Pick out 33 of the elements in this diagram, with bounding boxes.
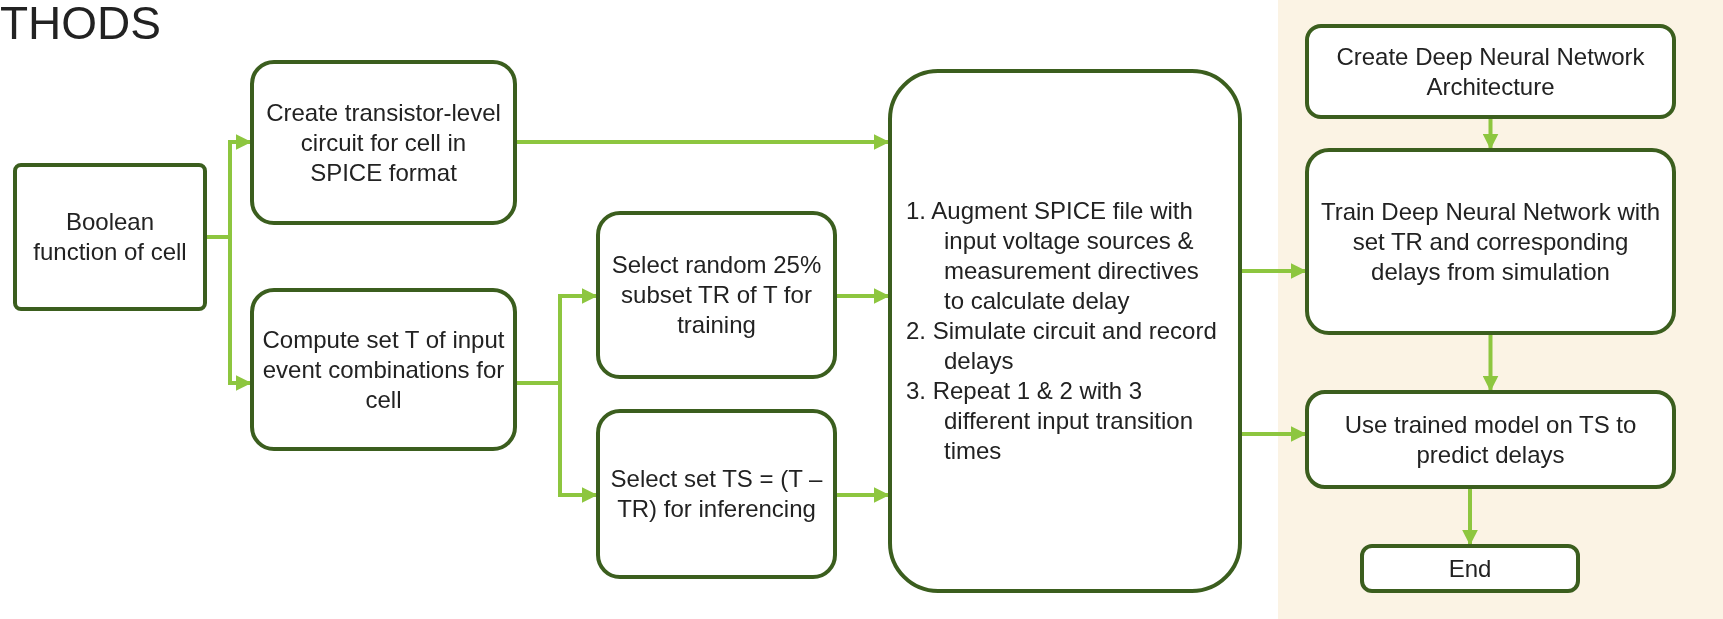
box-text: 2. Simulate circuit and record delays bbox=[906, 316, 1218, 376]
arrow bbox=[1242, 426, 1307, 442]
box-text: Select set TS = (T – TR) for inferencing bbox=[609, 464, 824, 524]
arrow bbox=[1482, 119, 1499, 150]
process-box bbox=[250, 288, 517, 451]
box-text: Boolean function of cell bbox=[32, 207, 188, 267]
box-text: 3. Repeat 1 & 2 with 3 different input transition times bbox=[906, 376, 1195, 466]
box-text: Use trained model on TS to predict delays bbox=[1343, 409, 1638, 470]
process-box bbox=[13, 163, 207, 311]
arrow bbox=[1482, 335, 1499, 392]
box-text: Select random 25% subset TR of T for training bbox=[610, 250, 823, 340]
arrow bbox=[837, 288, 890, 304]
box-text: Compute set T of input event combinations for cell bbox=[262, 324, 505, 415]
process-box bbox=[888, 69, 1242, 593]
box-text: Create transistor-level circuit for cell in SPICE format bbox=[265, 97, 502, 188]
process-box bbox=[1305, 24, 1676, 119]
slide-title: THODS bbox=[0, 0, 161, 46]
process-box bbox=[1305, 390, 1676, 489]
arrow bbox=[517, 381, 598, 503]
arrow bbox=[207, 235, 252, 391]
arrow bbox=[1242, 263, 1307, 279]
process-box bbox=[596, 211, 837, 379]
box-text: 1. Augment SPICE file with input voltage sources & measurement directives to calculate delay bbox=[906, 196, 1200, 316]
box-text: Train Deep Neural Network with set TR and corresponding delays from simulation bbox=[1319, 196, 1662, 287]
process-box bbox=[596, 409, 837, 579]
process-box bbox=[250, 60, 517, 225]
process-box bbox=[1305, 148, 1676, 335]
arrow bbox=[1462, 489, 1478, 546]
box-text: Create Deep Neural Network Architecture bbox=[1335, 41, 1646, 102]
arrow bbox=[517, 134, 890, 150]
box-text: End bbox=[1448, 553, 1492, 584]
arrow bbox=[837, 487, 890, 503]
process-box bbox=[1360, 544, 1580, 593]
